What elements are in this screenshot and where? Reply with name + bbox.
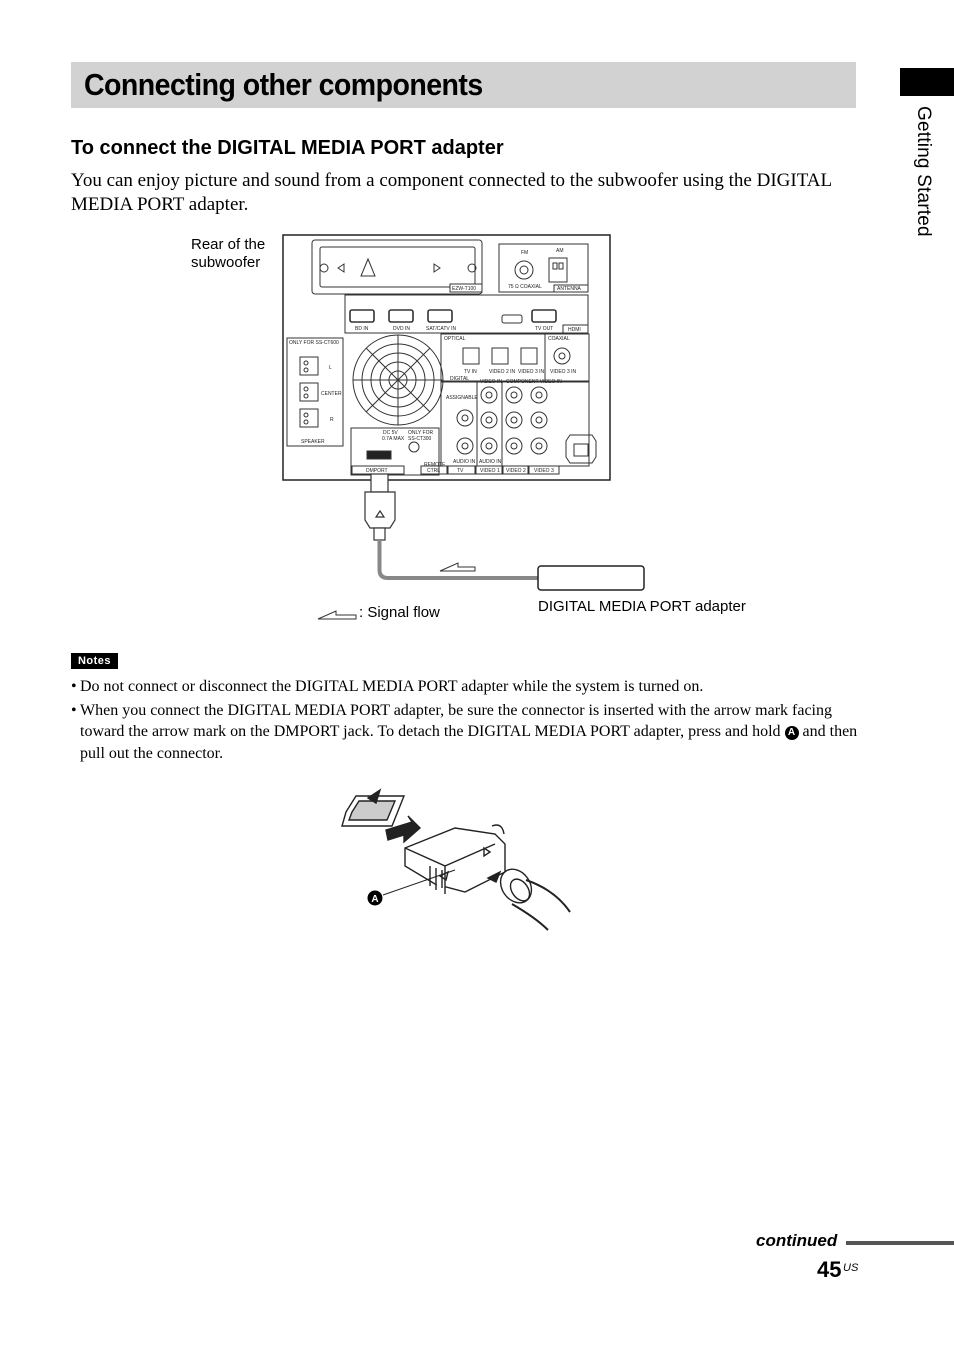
note-item: •Do not connect or disconnect the DIGITA… (71, 678, 704, 695)
bottom-label-tv: TV (457, 468, 464, 474)
speaker-label: SPEAKER (301, 439, 325, 445)
dmport-adapter-box (537, 565, 645, 591)
antenna-label: ANTENNA (557, 286, 582, 292)
notes-list: •Do not connect or disconnect the DIGITA… (71, 676, 861, 766)
audio-in-label-1: AUDIO IN (453, 459, 476, 465)
page-title: Connecting other components (84, 67, 483, 102)
coaxial-in-label: VIDEO 3 IN (550, 369, 577, 375)
marker-a: A (371, 894, 378, 905)
marker-a-circle (367, 890, 383, 906)
remote-label: REMOTE (424, 462, 446, 468)
rear-of-subwoofer-label: Rear of the subwoofer (191, 236, 266, 271)
note-item: •When you connect the DIGITAL MEDIA PORT… (71, 701, 858, 762)
dmport-connector (364, 473, 396, 541)
note-text: Do not connect or disconnect the DIGITAL… (80, 678, 704, 695)
bottom-label-video2: VIDEO 2 (506, 468, 526, 474)
page-number: 45 (817, 1257, 842, 1282)
side-section-label: Getting Started (913, 106, 934, 237)
ss-ct300-label: SS-CT300 (408, 436, 432, 442)
assignable-label: ASSIGNABLE (446, 395, 478, 401)
hdmi-in-label-2: DVD IN (393, 326, 410, 332)
fm-label: FM (521, 250, 528, 256)
hdmi-label: HDMI (568, 327, 581, 333)
bottom-label-video1: VIDEO 1 (480, 468, 500, 474)
notes-badge: Notes (71, 653, 118, 669)
optical-in-label-2: VIDEO 2 IN (489, 369, 516, 375)
coaxial-75-label: 75 Ω COAXIAL (508, 284, 542, 290)
title-bar: Connecting other components (71, 62, 856, 108)
optical-in-label-1: TV IN (464, 369, 477, 375)
adapter-label: DIGITAL MEDIA PORT adapter (538, 598, 746, 615)
hdmi-in-label-3: SAT/CATV IN (426, 326, 456, 332)
coaxial-label: COAXIAL (548, 336, 570, 342)
subwoofer-rear-panel (282, 234, 611, 481)
note-text: When you connect the DIGITAL MEDIA PORT … (80, 701, 832, 741)
signal-flow-label: : Signal flow (359, 604, 440, 621)
ctrl-label: CTRL (427, 468, 440, 474)
signal-flow-arrow (439, 562, 476, 572)
rca-jacks (456, 386, 548, 455)
note-text-tail: and then pull out the connector. (80, 723, 858, 762)
audio-in-label-2: AUDIO IN (479, 459, 502, 465)
speaker-l-label: L (329, 365, 332, 371)
connector-detail (341, 788, 571, 931)
intro-paragraph: You can enjoy picture and sound from a c… (71, 170, 832, 215)
dc-label: DC 5V (383, 430, 398, 436)
ezw-label: EZW-T100 (452, 286, 476, 292)
only-for-label: ONLY FOR (408, 430, 433, 436)
optical-in-label-3: VIDEO 3 IN (518, 369, 545, 375)
digital-label: DIGITAL (450, 376, 469, 382)
side-tab (900, 68, 954, 96)
continued-label: continued (756, 1231, 838, 1250)
signal-flow-legend-icon (317, 610, 357, 620)
adapter-cable (377, 540, 540, 580)
only-for-ct600-label: ONLY FOR SS-CT600 (289, 340, 339, 346)
continued-bar (846, 1241, 954, 1245)
optical-label: OPTICAL (444, 336, 466, 342)
page-suffix: US (843, 1262, 859, 1274)
section-heading: To connect the DIGITAL MEDIA PORT adapte… (71, 137, 504, 159)
dc-max-label: 0.7A MAX (382, 436, 405, 442)
am-label: AM (556, 248, 564, 254)
component-video-in-label: COMPONENT VIDEO IN (506, 379, 562, 385)
marker-a-icon: A (784, 726, 799, 740)
speaker-r-label: R (330, 417, 334, 423)
video-in-label: VIDEO IN (480, 379, 502, 385)
hdmi-in-label-1: BD IN (355, 326, 369, 332)
bottom-label-video3: VIDEO 3 (534, 468, 554, 474)
dmport-label: DMPORT (366, 468, 388, 474)
speaker-center-label: CENTER (321, 391, 342, 397)
tv-out-label: TV OUT (535, 326, 553, 332)
